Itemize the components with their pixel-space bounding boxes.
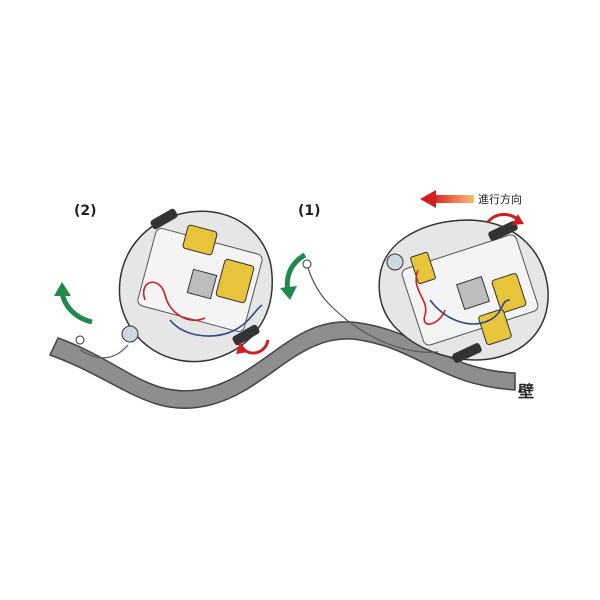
robot-2-whisker-tip [75, 335, 85, 345]
robot-1 [302, 213, 549, 363]
step-label-1: (1) [298, 203, 321, 219]
turn-arrow-2 [59, 291, 93, 325]
robot-2-wheel-bottom [232, 324, 260, 346]
robot-1-caster [386, 253, 404, 271]
curved-arrow-icon [280, 286, 297, 300]
robot-1-whisker-tip [302, 259, 312, 269]
robot-2-motor-main [215, 258, 255, 304]
rotation-arrow-icon [512, 214, 524, 225]
direction-arrow-shaft [432, 195, 474, 203]
robot-2-feeler-whisker [79, 344, 129, 359]
robot-2-wire-blue [169, 304, 263, 337]
curved-arrow-icon [54, 282, 71, 296]
robot-1-wire-blue [429, 299, 511, 325]
wall [48, 321, 516, 410]
robot-2-wheel-top [150, 208, 178, 230]
robot-2-gearbox [186, 268, 218, 300]
robot-1-motor-lower [478, 308, 512, 346]
robot-1-gearbox [455, 275, 491, 311]
left-arrow-icon [420, 190, 436, 208]
wall-label: 壁 [518, 382, 535, 401]
robot-1-wheel-top [488, 221, 518, 241]
rotation-arrow-icon [236, 342, 248, 354]
robot-2-motor-top [182, 224, 218, 256]
robot-2 [75, 208, 273, 363]
robot-2-wire-red [142, 281, 206, 321]
robot-1-wire-red [415, 269, 446, 325]
robot-1-wheel-bottom [452, 343, 482, 363]
robot-1-feeler-whisker [307, 267, 439, 353]
step-label-2: (2) [74, 203, 97, 219]
robot-1-motor-main [491, 273, 527, 313]
direction-label: 進行方向 [478, 193, 522, 206]
robot-2-caster [121, 325, 139, 343]
